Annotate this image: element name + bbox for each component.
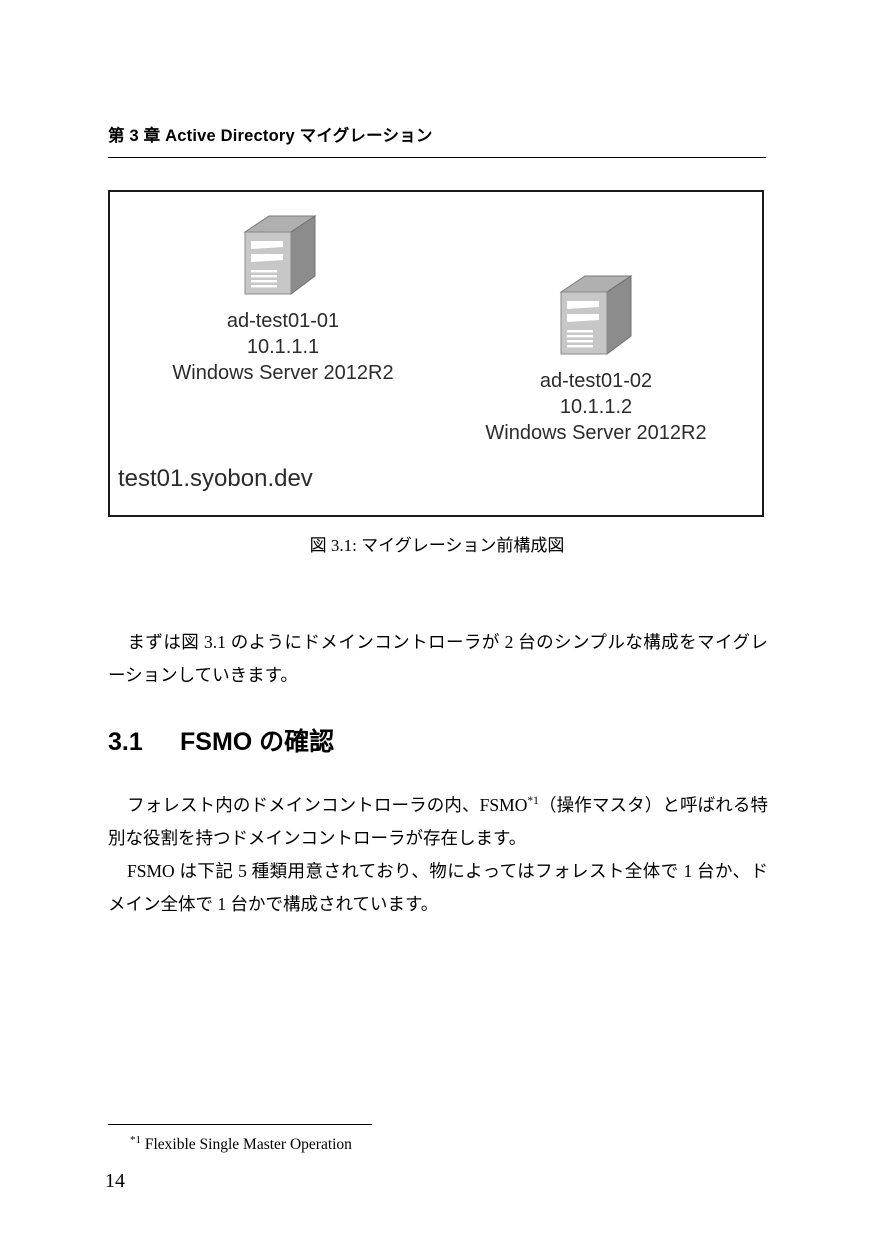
paragraph-fsmo-definition: フォレスト内のドメインコントローラの内、FSMO*1（操作マスタ）と呼ばれる特別… (108, 789, 768, 855)
paragraph-intro: まずは図 3.1 のようにドメインコントローラが 2 台のシンプルな構成をマイグ… (108, 626, 768, 692)
running-header: 第 3 章 Active Directory マイグレーション (108, 126, 766, 146)
figure-caption: 図 3.1: マイグレーション前構成図 (309, 536, 565, 555)
footnote-separator-rule (108, 1124, 372, 1125)
section-title: FSMO の確認 (180, 728, 335, 756)
chapter-title: 第 3 章 Active Directory マイグレーション (108, 127, 433, 145)
paragraph-fsmo-part-1: フォレスト内のドメインコントローラの内、FSMO (127, 795, 528, 815)
paragraph-fsmo-types-text: FSMO は下記 5 種類用意されており、物によってはフォレスト全体で 1 台か… (108, 861, 768, 914)
section-number: 3.1 (108, 728, 143, 756)
node-2-ip: 10.1.1.2 (559, 396, 633, 418)
paragraph-fsmo-types: FSMO は下記 5 種類用意されており、物によってはフォレスト全体で 1 台か… (108, 855, 768, 921)
footnote-marker: *1 (130, 1133, 141, 1146)
server-icon (243, 214, 317, 296)
node-1-os: Windows Server 2012R2 (172, 362, 394, 384)
node-2-name: ad-test01-02 (539, 370, 653, 392)
footnote: *1 Flexible Single Master Operation (108, 1134, 766, 1156)
figure-diagram: ad-test01-01 10.1.1.1 Windows Server 201… (108, 190, 764, 517)
domain-name-label: test01.syobon.dev (118, 465, 313, 492)
server-icon (559, 274, 633, 356)
node-1-name: ad-test01-01 (226, 310, 340, 332)
figure-content: ad-test01-01 10.1.1.1 Windows Server 201… (110, 192, 762, 515)
paragraph-intro-text: まずは図 3.1 のようにドメインコントローラが 2 台のシンプルな構成をマイグ… (108, 632, 768, 685)
node-2-os: Windows Server 2012R2 (485, 422, 707, 444)
page-number: 14 (105, 1170, 125, 1192)
paragraph-fsmo-part-2: （操作マスタ）と呼ばれる特別な役割を持つドメインコントローラが存在します。 (108, 795, 768, 848)
footnote-text: Flexible Single Master Operation (144, 1136, 352, 1153)
section-heading: 3.1 FSMO の確認 (108, 726, 334, 758)
header-rule (108, 157, 766, 158)
footnote-reference-marker[interactable]: *1 (527, 795, 539, 808)
node-1-ip: 10.1.1.1 (246, 336, 320, 358)
